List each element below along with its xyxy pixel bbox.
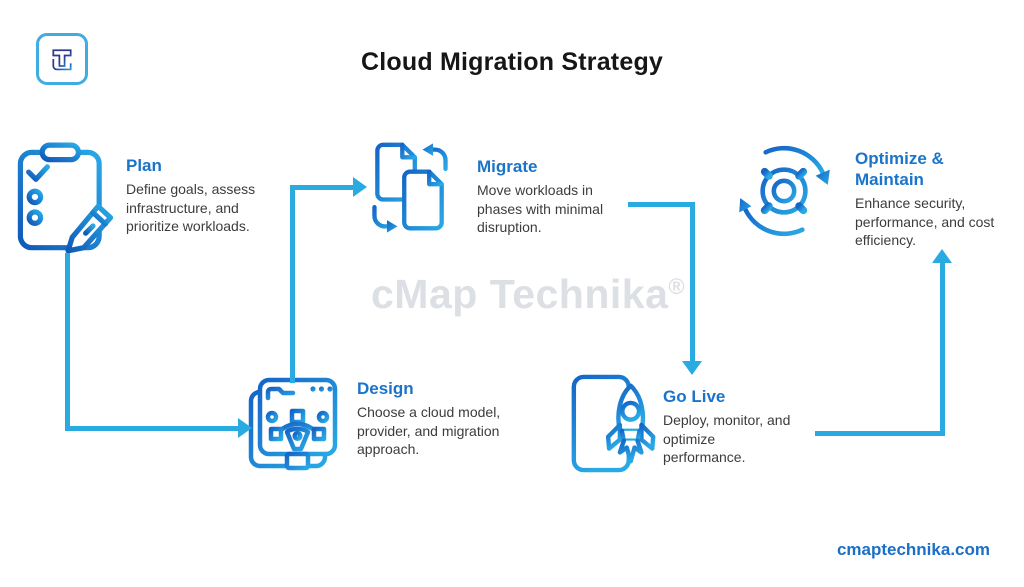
rocket-phone-icon [571,374,656,473]
website-link[interactable]: cmaptechnika.com [836,540,990,559]
step-title-go-live: Go Live [663,387,726,406]
connector-golive-optimize-horizontal [815,431,945,436]
arrowhead-to-optimize-icon [932,249,952,263]
step-desc-plan: Define goals, assess infrastructure, and… [126,181,256,234]
company-logo [36,33,88,85]
arrowhead-to-golive-icon [682,361,702,375]
step-plan: Plan Define goals, assess infrastructure… [126,155,255,236]
step-title-migrate: Migrate [477,157,538,176]
step-title-design: Design [357,379,414,398]
step-go-live: Go Live Deploy, monitor, and optimize pe… [663,386,790,467]
step-title-optimize: Optimize & Maintain [855,149,944,189]
step-desc-design: Choose a cloud model, provider, and migr… [357,404,501,457]
step-migrate: Migrate Move workloads in phases with mi… [477,156,603,237]
pen-tool-browser-icon [248,377,338,471]
gear-sync-icon [739,145,830,237]
arrowhead-to-migrate-icon [353,177,367,197]
clipboard-checklist-pencil-icon [17,142,114,254]
connector-migrate-golive-vertical [690,202,695,362]
step-desc-migrate: Move workloads in phases with minimal di… [477,182,604,235]
connector-migrate-golive-horizontal [628,202,694,207]
connector-plan-design-horizontal [65,426,239,431]
registered-mark: ® [668,274,686,299]
watermark: cMap Technika® [371,271,685,318]
arrowhead-to-design-icon [238,418,252,438]
step-desc-optimize: Enhance security, performance, and cost … [855,195,995,248]
logo-t-icon [52,49,72,71]
documents-transfer-icon [372,142,448,233]
connector-design-migrate-horizontal [290,185,354,190]
page-title: Cloud Migration Strategy [360,48,664,76]
step-optimize: Optimize & Maintain Enhance security, pe… [855,148,994,250]
step-desc-go-live: Deploy, monitor, and optimize performanc… [663,412,791,465]
watermark-text: cMap Technika [371,271,669,317]
step-design: Design Choose a cloud model, provider, a… [357,378,500,459]
connector-plan-design-vertical [65,253,70,429]
step-title-plan: Plan [126,156,162,175]
connector-golive-optimize-vertical [940,263,945,436]
connector-design-migrate-vertical [290,186,295,383]
